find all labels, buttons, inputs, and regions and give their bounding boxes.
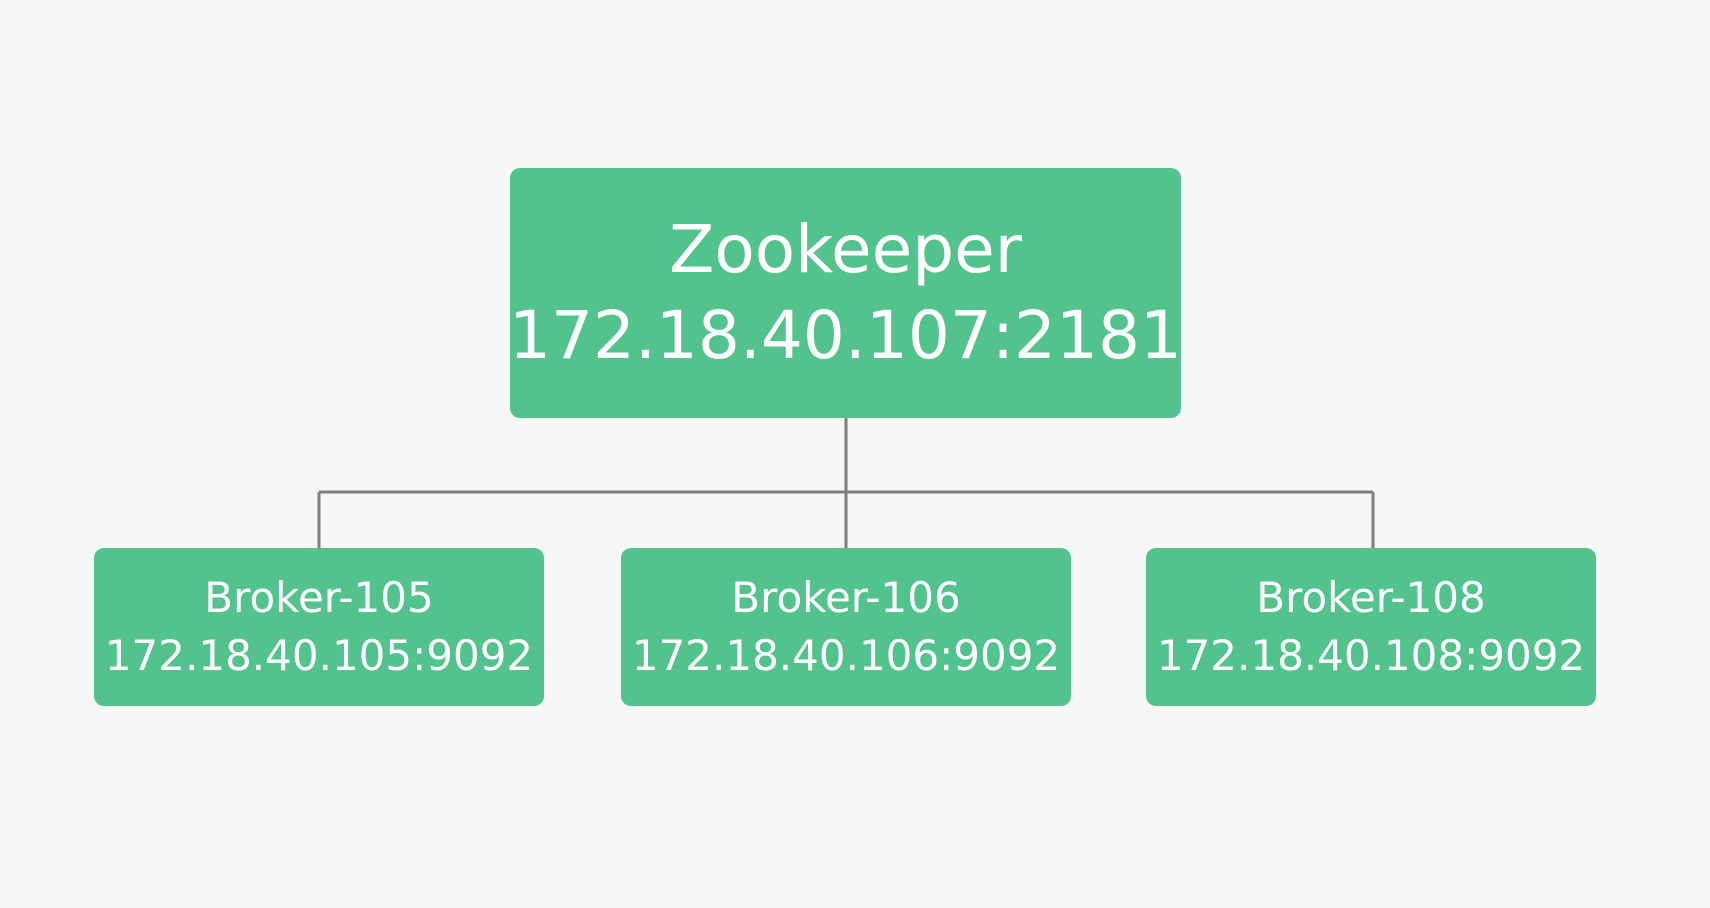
zookeeper-name: Zookeeper (669, 211, 1022, 288)
broker-106-node: Broker-106 172.18.40.106:9092 (621, 548, 1071, 706)
broker-108-address: 172.18.40.108:9092 (1156, 631, 1586, 680)
broker-108-node: Broker-108 172.18.40.108:9092 (1146, 548, 1596, 706)
zookeeper-address: 172.18.40.107:2181 (508, 297, 1183, 374)
broker-105-address: 172.18.40.105:9092 (104, 631, 534, 680)
broker-105-name: Broker-105 (204, 573, 434, 622)
broker-105-node: Broker-105 172.18.40.105:9092 (94, 548, 544, 706)
broker-108-name: Broker-108 (1256, 573, 1486, 622)
broker-106-name: Broker-106 (731, 573, 961, 622)
zookeeper-node: Zookeeper 172.18.40.107:2181 (508, 168, 1183, 418)
broker-106-address: 172.18.40.106:9092 (631, 631, 1061, 680)
